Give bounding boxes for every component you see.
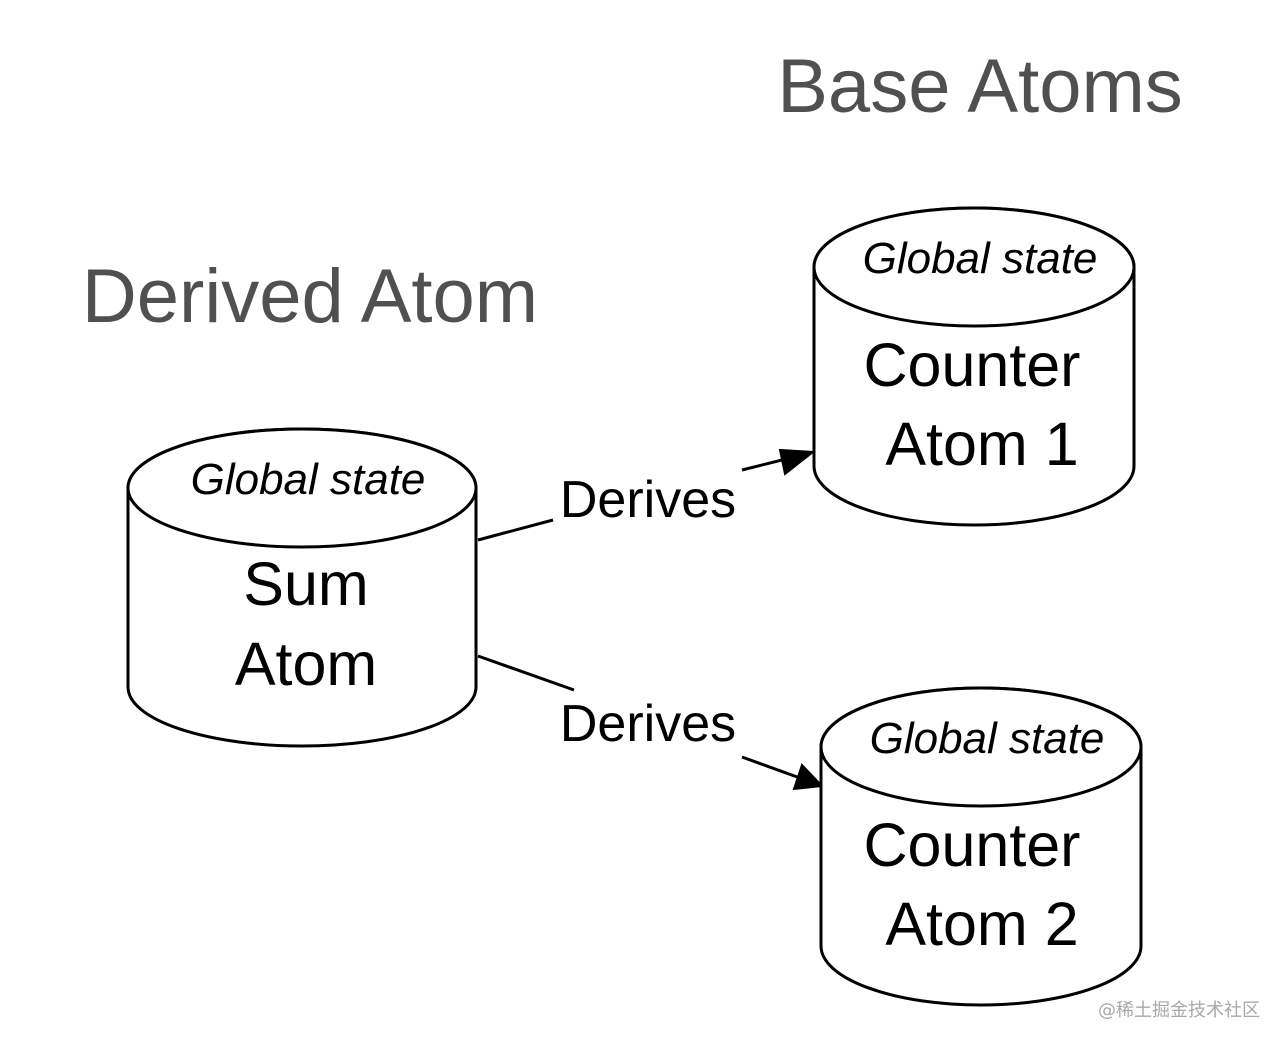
cylinder-body-label-line2: Atom 2 (885, 890, 1078, 958)
cylinder-top-label: Global state (191, 455, 426, 504)
edge-label-derives: Derives (560, 695, 736, 753)
base-atoms-heading: Base Atoms (777, 44, 1183, 129)
watermark-text: @稀土掘金技术社区 (1098, 1000, 1260, 1021)
cylinder-body-label-line1: Counter (863, 811, 1080, 879)
cylinder-body-label-line2: Atom (235, 630, 377, 698)
cylinder-top-label: Global state (863, 234, 1098, 283)
cylinder-top (126, 427, 478, 549)
arrowhead-icon (792, 763, 825, 791)
cylinder-top-label: Global state (870, 714, 1105, 763)
cylinder-top (812, 206, 1136, 328)
cylinder-body-label-line1: Sum (243, 550, 368, 618)
counter-atom-1-cylinder: Global state Counter Atom 1 (812, 206, 1136, 527)
cylinder-body-label-line2: Atom 1 (885, 410, 1078, 478)
sum-atom-cylinder: Global state Sum Atom (126, 427, 478, 748)
derived-atom-heading: Derived Atom (82, 254, 538, 339)
edge-sum-to-counter-1: Derives (477, 448, 816, 542)
cylinder-body-label-line1: Counter (863, 331, 1080, 399)
arrowhead-icon (778, 448, 816, 476)
counter-atom-2-cylinder: Global state Counter Atom 2 (819, 686, 1143, 1007)
cylinder-top (819, 686, 1143, 808)
edge-line-segment (477, 654, 575, 692)
edge-line-segment (477, 518, 554, 542)
edge-label-derives: Derives (560, 471, 736, 529)
edge-sum-to-counter-2: Derives (477, 654, 825, 791)
edge-line-segment (741, 755, 801, 780)
